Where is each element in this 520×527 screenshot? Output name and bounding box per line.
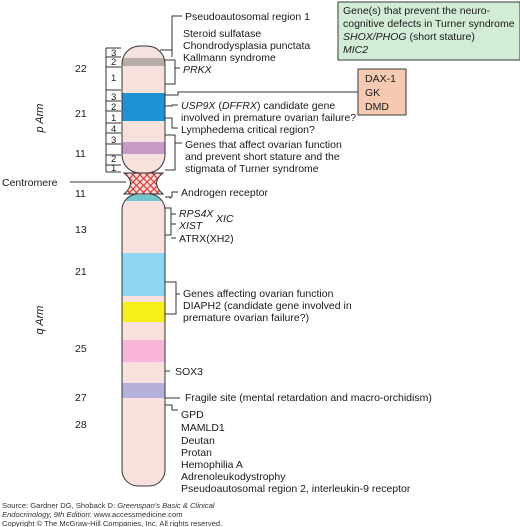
band-p21-blue [122,93,165,121]
diaph2-gene: DIAPH2 (candidate gene involved in [183,300,352,312]
green-box-line-2: cognitive defects in Turner syndrome [343,18,515,30]
band-q11-teal [122,195,165,201]
p-arm-label: p Arm [34,104,46,134]
region-q13: 13 [75,224,87,236]
dffrx-gene: DFFRX [222,100,258,112]
region-q25: 25 [75,343,87,355]
source-prefix: Source: Gardner DG, Shoback D: [2,501,117,510]
band-p11-2: 2 [111,154,116,165]
region-p11: 11 [75,148,86,160]
band-q22-yellow [122,302,165,322]
lymphedema-region: Lymphedema critical region? [181,124,315,136]
band-p11-1: 1 [111,163,116,174]
deutan: Deutan [181,435,215,447]
leader-lines [160,15,358,411]
short-stature-genes-3: stigmata of Turner syndrome [185,163,319,175]
band-p22-1: 1 [111,73,116,84]
annotations: Pseudoautosomal region 1 Steroid sulfata… [175,11,432,495]
centromere-constriction [122,172,165,195]
band-q25-pink [122,340,165,362]
region-numbers: 22 21 11 11 13 21 25 27 28 [75,63,87,431]
centromere [122,172,165,195]
pseudoautosomal-region-2: Pseudoautosomal region 2, interleukin-9 … [181,483,411,495]
mamld1-gene: MAMLD1 [181,422,225,434]
band-p11-purple [122,142,165,154]
sox3-gene: SOX3 [175,366,203,378]
band-p11-3: 3 [111,135,116,146]
q-arm-label: q Arm [34,306,46,335]
band-p11-4: 4 [111,124,116,135]
q-arm-outline [121,193,166,487]
dax1-gene: DAX-1 [365,73,396,85]
short-stature-note: (short stature) [407,31,475,43]
band-p22-3: 3 [111,48,116,59]
region-p22: 22 [75,63,87,75]
band-p22-gray [122,58,165,66]
androgen-receptor: Androgen receptor [181,187,268,199]
copyright: Copyright © The McGraw-Hill Companies, I… [2,519,222,527]
short-stature-genes-1: Genes that affect ovarian function [185,139,342,151]
q-arm [121,193,166,487]
p-sub-band-numbers: 3 2 1 3 2 1 4 3 2 1 [111,48,116,174]
usp9x-line-2: involved in premature ovarian failure? [181,112,356,124]
green-box-line-1: Gene(s) that prevent the neuro- [343,5,491,17]
fragile-site: Fragile site (mental retardation and mac… [185,392,432,404]
chondrodysplasia-punctata: Chondrodysplasia punctata [183,40,310,52]
band-p21-2: 2 [111,102,116,113]
green-info-box: Gene(s) that prevent the neuro- cognitiv… [337,1,520,61]
region-q21: 21 [75,266,87,278]
band-q21-lightblue [122,253,165,296]
dmd-gene: DMD [365,101,389,113]
band-q27-lavender [122,383,165,398]
source-title: Greenspan's Basic & Clinical [117,501,215,510]
source-title-2: Endocrinology, 9th Edition [2,510,90,519]
adrenoleukodystrophy: Adrenoleukodystrophy [181,471,286,483]
orange-box-bg [357,68,407,116]
gpd-gene: GPD [181,409,204,421]
prkx-gene: PRKX [183,64,213,76]
region-q11: 11 [75,188,86,200]
region-q28: 28 [75,419,87,431]
orange-gene-box: DAX-1 GK DMD [357,68,407,116]
premature-ovarian-failure: premature ovarian failure?) [183,312,309,324]
shox-phog-gene: SHOX/PHOG [343,31,407,43]
footer: Source: Gardner DG, Shoback D: Greenspan… [2,501,222,527]
steroid-sulfatase: Steroid sulfatase [183,28,261,40]
hemophilia-a: Hemophilia A [181,459,243,471]
gk-gene: GK [365,87,380,99]
short-stature-genes-2: and prevent short stature and the [185,151,340,163]
centromere-label: Centromere [2,177,58,189]
source-suffix: : www.accessmedicine.com [90,510,183,519]
region-p21: 21 [75,108,87,120]
xist-gene: XIST [178,220,204,232]
source-line-1: Source: Gardner DG, Shoback D: Greenspan… [2,501,215,510]
xic-gene: XIC [215,213,234,225]
region-brackets [70,47,126,183]
green-box-line-3: SHOX/PHOG (short stature) [343,31,475,43]
band-p21-1: 1 [111,113,116,124]
green-box-bg [337,1,520,61]
usp9x-gene: USP9X [181,100,216,112]
mic2-gene: MIC2 [343,44,368,56]
source-line-2: Endocrinology, 9th Edition: www.accessme… [2,510,183,519]
ovarian-function-genes: Genes affecting ovarian function [183,288,334,300]
rps4x-gene: RPS4X [179,208,214,220]
p-arm [121,45,166,174]
kallmann-syndrome: Kallmann syndrome [183,52,276,64]
protan: Protan [181,447,212,459]
pseudoautosomal-region-1: Pseudoautosomal region 1 [185,11,310,23]
band-p21-3: 3 [111,92,116,103]
usp9x-open-paren: ( [218,100,222,112]
atrx-gene: ATRX(XH2) [179,233,234,245]
usp9x-line-1: USP9X(DFFRX) candidate gene [181,100,335,112]
region-q27: 27 [75,392,87,404]
band-p22-2: 2 [111,57,116,68]
usp9x-candidate: ) candidate gene [257,100,335,112]
